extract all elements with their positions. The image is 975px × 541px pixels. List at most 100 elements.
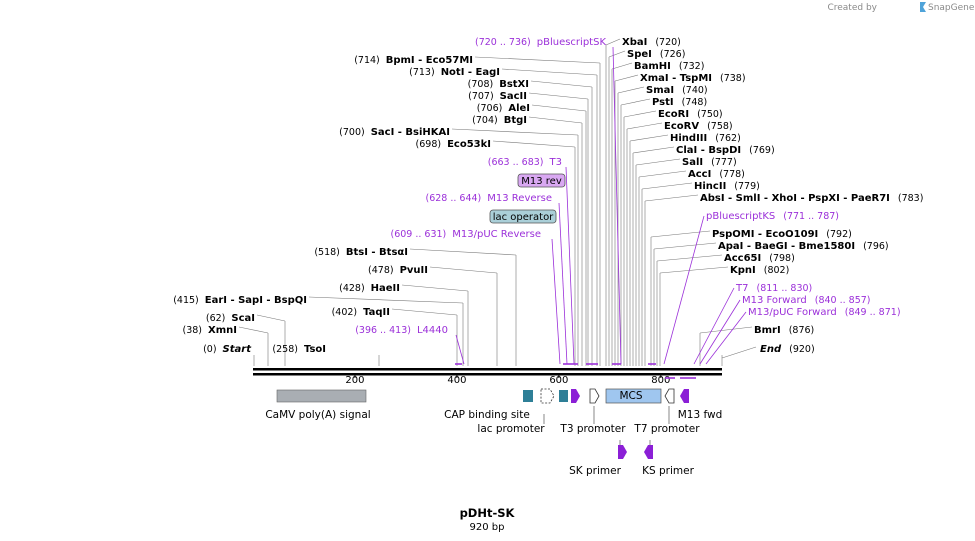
primer-leader [693, 287, 735, 365]
primer-label-m13puc-fwd[interactable]: M13/pUC Forward(849 .. 871) [748, 307, 901, 318]
primer-leader [699, 299, 741, 365]
plasmid-length: 920 bp [470, 522, 505, 533]
site-leader-line [629, 134, 669, 142]
site-label-eco53ki[interactable]: (698)Eco53kI [416, 139, 491, 150]
lac-operator-feature[interactable] [559, 390, 568, 402]
lac-promoter-feature[interactable] [540, 388, 555, 404]
site-leader-line [401, 284, 469, 292]
mcs-label: MCS [619, 390, 642, 402]
cap-binding-site-feature[interactable] [523, 390, 533, 402]
site-leader-line [391, 308, 458, 316]
site-label-pspomi[interactable]: PspOMI - EcoO109I(792) [712, 229, 852, 240]
axis-tick-label: 600 [549, 375, 568, 386]
site-label-earl[interactable]: (415)EarI - SapI - BspQI [173, 295, 307, 306]
site-label-xmai[interactable]: XmaI - TspMI(738) [640, 73, 746, 84]
site-label-taqii[interactable]: (402)TaqII [332, 307, 390, 318]
site-label-acci[interactable]: AccI(778) [688, 169, 745, 180]
site-leader-line [501, 68, 598, 76]
site-label-scai[interactable]: (62)ScaI [206, 313, 255, 324]
site-leader-line [632, 146, 675, 154]
site-label-clai[interactable]: ClaI - BspDI(769) [676, 145, 775, 156]
mcs-feature[interactable] [605, 388, 662, 404]
site-leader-line [635, 158, 681, 166]
primer-label-pbluescriptks[interactable]: pBluescriptKS(771 .. 787) [706, 211, 839, 222]
site-leader-line [530, 80, 593, 88]
lac-operator-box-label: lac operator [493, 212, 554, 223]
site-label-kpni[interactable]: KpnI(802) [730, 265, 789, 276]
site-label-absi[interactable]: AbsI - SmlI - XhoI - PspXI - PaeR7I(783) [700, 193, 923, 204]
site-label-noti[interactable]: (713)NotI - EagI [409, 67, 500, 78]
site-leader-line [451, 128, 579, 136]
site-label-btsi[interactable]: (518)BtsI - BtsαI [314, 247, 408, 258]
snapgene-logo-icon [920, 2, 926, 12]
m13-fwd-feature[interactable] [680, 389, 689, 403]
lac-promoter-label: lac promoter [477, 423, 545, 435]
t7-promoter-feature[interactable] [664, 388, 675, 404]
site-label-spei[interactable]: SpeI(726) [627, 49, 685, 60]
site-label-bpmi[interactable]: (714)BpmI - Eco57MI [354, 55, 473, 66]
plasmid-name: pDHt-SK [460, 506, 516, 520]
site-label-pvuii[interactable]: (478)PvuII [368, 265, 428, 276]
site-label-haeii[interactable]: (428)HaeII [339, 283, 400, 294]
primer-label-m13-forward[interactable]: M13 Forward(840 .. 857) [742, 295, 871, 306]
site-leader-line [650, 230, 711, 238]
site-label-btgi[interactable]: (704)BtgI [472, 115, 527, 126]
sk-primer-label: SK primer [569, 465, 621, 477]
m13-rev-feature[interactable] [571, 389, 580, 403]
primer-leader [455, 334, 465, 365]
primer-leader [612, 46, 622, 365]
site-label-apai[interactable]: ApaI - BaeGI - Bme1580I(796) [718, 241, 889, 252]
credit-brand: SnapGene [928, 3, 975, 13]
site-leader-line [699, 326, 753, 334]
camv-polya-label: CaMV poly(A) signal [265, 409, 370, 421]
axis-tick-label: 200 [345, 375, 364, 386]
site-label-hindiii[interactable]: HindIII(762) [670, 133, 741, 144]
primer-labels: (396 .. 413)L4440 (609 .. 631)M13/pUC Rev… [355, 37, 900, 336]
site-label-xmni[interactable]: (38)XmnI [183, 325, 238, 336]
site-label-ecori[interactable]: EcoRI(750) [658, 109, 723, 120]
primer-label-m13puc-rev[interactable]: (609 .. 631)M13/pUC Reverse [390, 229, 541, 240]
site-label-sacii[interactable]: (707)SacII [468, 91, 527, 102]
site-label-psti[interactable]: PstI(748) [652, 97, 707, 108]
ks-primer-feature[interactable] [644, 445, 653, 459]
primer-leader [663, 215, 705, 365]
site-label-smai[interactable]: SmaI(740) [646, 85, 708, 96]
site-leader-line [528, 116, 583, 124]
site-leader-line [623, 110, 657, 118]
primer-label-t3[interactable]: (663 .. 683)T3 [488, 157, 562, 168]
primer-label-l4440[interactable]: (396 .. 413)L4440 [355, 325, 448, 336]
site-label-hincii[interactable]: HincII(779) [694, 181, 760, 192]
site-label-xbai[interactable]: XbaI(720) [622, 37, 681, 48]
cap-binding-site-label: CAP binding site [444, 409, 530, 421]
site-label-sali[interactable]: SalI(777) [682, 157, 737, 168]
site-leader-line [308, 296, 464, 304]
m13-rev-box[interactable] [517, 173, 566, 188]
axis-tick-label: 400 [447, 375, 466, 386]
site-label-ecorv[interactable]: EcoRV(758) [664, 121, 733, 132]
site-leader-line [492, 140, 576, 148]
primer-label-m13-reverse[interactable]: (628 .. 644)M13 Reverse [426, 193, 553, 204]
sk-primer-feature[interactable] [618, 445, 627, 459]
primer-label-t7[interactable]: T7(811 .. 830) [735, 283, 812, 294]
site-label-tsoi[interactable]: (258)TsoI [272, 344, 326, 355]
camv-polya-feature[interactable] [276, 389, 367, 403]
site-label-saci[interactable]: (700)SacI - BsiHKAI [339, 127, 450, 138]
site-leader-line [617, 86, 645, 94]
site-leader-line [626, 122, 663, 130]
t3-promoter-feature[interactable] [589, 388, 600, 404]
site-label-acc65i[interactable]: Acc65I(798) [724, 253, 795, 264]
site-label-bamhi[interactable]: BamHI(732) [634, 61, 704, 72]
site-leader-line [641, 182, 693, 190]
primer-label-pbluescriptsk[interactable]: (720 .. 736)pBluescriptSK [475, 37, 606, 48]
lac-operator-box[interactable] [489, 209, 557, 224]
backbone-top-strand [253, 368, 722, 371]
site-label-end[interactable]: End(920) [760, 344, 815, 355]
site-leader-line [656, 254, 723, 262]
site-leader-line [620, 98, 651, 106]
primer-bars [455, 363, 696, 379]
site-label-bstxi[interactable]: (708)BstXI [468, 79, 529, 90]
site-label-bmri[interactable]: BmrI(876) [754, 325, 814, 336]
site-label-alei[interactable]: (706)AleI [477, 103, 530, 114]
site-label-start[interactable]: (0)Start [203, 344, 252, 355]
